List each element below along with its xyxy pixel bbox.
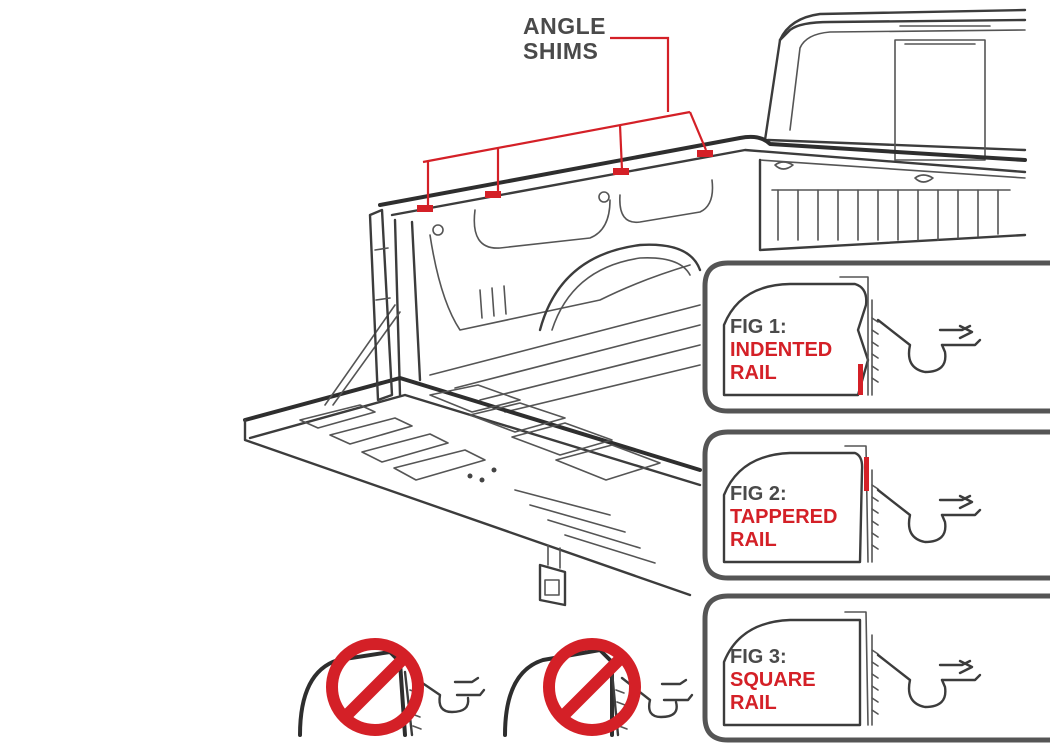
fig-2-label: FIG 2: bbox=[730, 483, 787, 505]
hitch-receiver bbox=[538, 544, 567, 607]
fig-1-rail-type-line2: RAIL bbox=[730, 362, 777, 384]
bed-rails bbox=[378, 134, 1027, 217]
fig-1-rail-type-line1: INDENTED bbox=[730, 339, 832, 361]
tail-light bbox=[368, 208, 394, 402]
shim-marker-3 bbox=[613, 168, 629, 175]
fig-3-rail-type-line2: RAIL bbox=[730, 692, 777, 714]
callout-label-line1: ANGLE bbox=[523, 13, 606, 39]
no-symbol-icon bbox=[543, 638, 641, 736]
fig-1-label: FIG 1: bbox=[730, 316, 787, 338]
fig-3-frame bbox=[702, 593, 1050, 743]
bed-front-wall bbox=[758, 158, 1027, 252]
callout-leader-bar bbox=[422, 110, 691, 164]
callout-leader-stem bbox=[610, 36, 670, 112]
fig-2-panel: FIG 2: TAPPERED RAIL bbox=[702, 429, 1050, 581]
fig-3-rail-type-line1: SQUARE bbox=[730, 669, 816, 691]
fig-3-panel: FIG 3: SQUARE RAIL bbox=[702, 593, 1050, 743]
callout-leader-drop-3 bbox=[618, 124, 624, 171]
fig-3-label: FIG 3: bbox=[730, 646, 787, 668]
tailgate bbox=[243, 304, 702, 597]
truck-illustration bbox=[243, 8, 1027, 607]
fig-1-frame bbox=[702, 260, 1050, 414]
fig-1-panel: FIG 1: INDENTED RAIL bbox=[702, 260, 1050, 414]
fig-1-rail-drawing bbox=[722, 276, 982, 397]
callout-leader-drop-4 bbox=[688, 111, 708, 151]
no-symbol-icon bbox=[326, 638, 424, 736]
fig-2-rail-type-line2: RAIL bbox=[730, 529, 777, 551]
shim-marker-2 bbox=[485, 191, 501, 198]
bed-floor bbox=[429, 304, 701, 413]
shim-marker-4 bbox=[697, 150, 713, 157]
bed-side-wall bbox=[393, 179, 714, 397]
callout-label-line2: SHIMS bbox=[523, 38, 598, 64]
fig-2-rail-drawing bbox=[722, 445, 982, 564]
incorrect-example-1 bbox=[298, 638, 486, 737]
fig-2-frame bbox=[702, 429, 1050, 581]
shim-marker-1 bbox=[417, 205, 433, 212]
angle-shims-callout: ANGLE SHIMS bbox=[417, 13, 713, 212]
fig-2-rail-type-line1: TAPPERED bbox=[730, 506, 837, 528]
fig-3-rail-drawing bbox=[722, 611, 982, 727]
incorrect-example-2 bbox=[503, 638, 694, 737]
truck-cab bbox=[763, 8, 1027, 161]
